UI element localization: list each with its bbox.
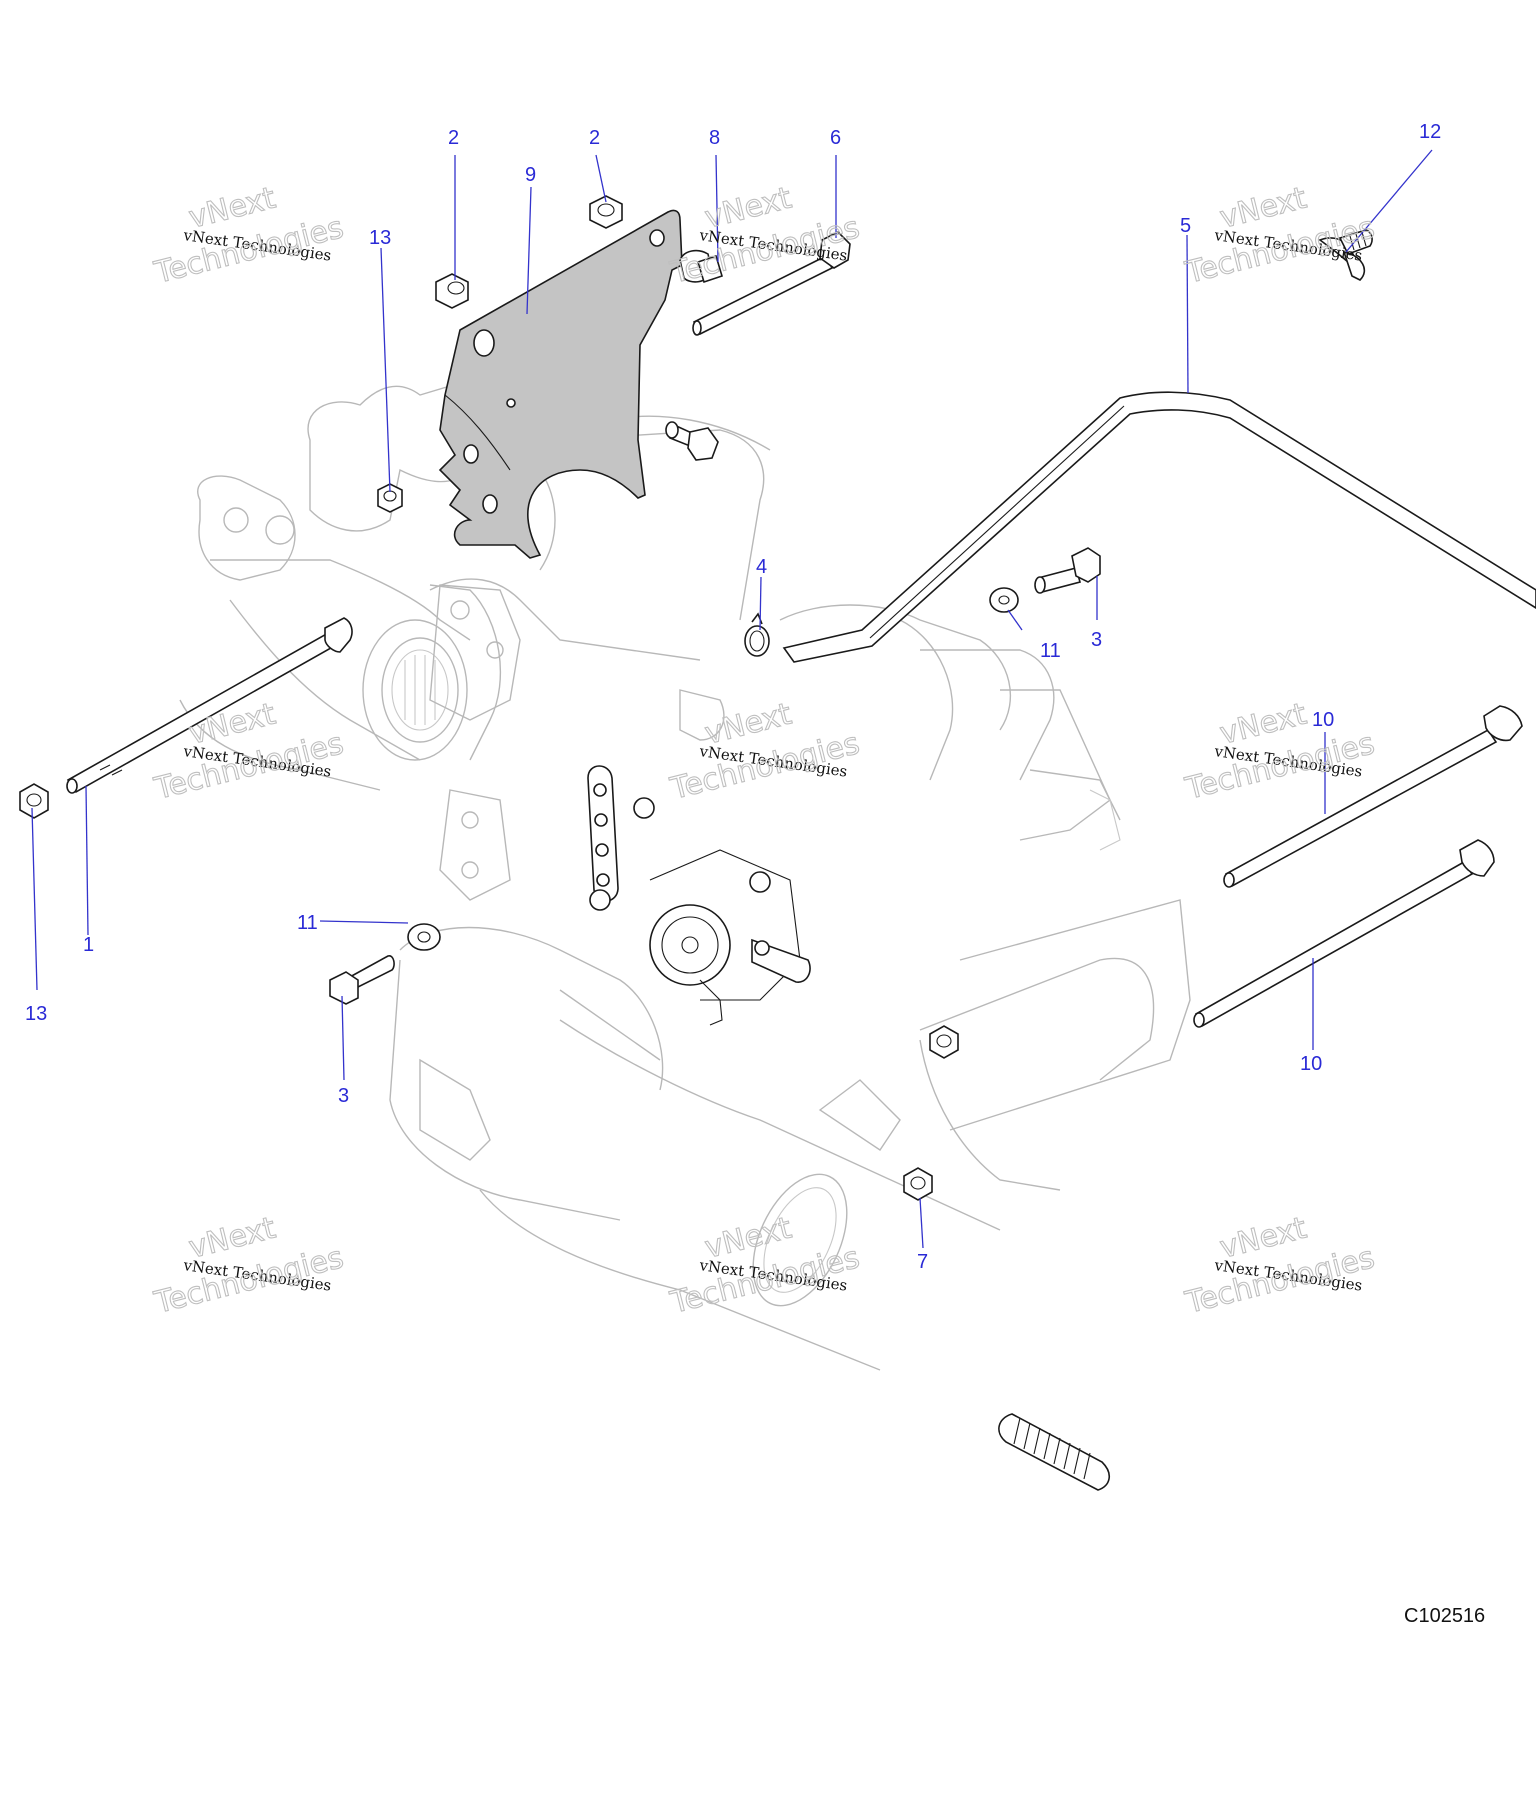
svg-text:Technologies: Technologies	[1181, 1240, 1377, 1321]
watermark-2: vNext vNext Technologies Technologies	[666, 180, 864, 292]
callout-11-upper: 11	[1040, 640, 1061, 662]
bolt-upper-center	[665, 421, 719, 461]
bolt-6	[692, 231, 851, 336]
svg-text:Technologies: Technologies	[150, 1240, 346, 1321]
bolt-3-upper	[1034, 547, 1101, 594]
callout-3-upper: 3	[1091, 629, 1102, 651]
callout-6: 6	[830, 127, 841, 149]
callout-12: 12	[1419, 121, 1441, 143]
watermark-6: vNext vNext Technologies Technologies	[1181, 696, 1379, 808]
callout-11-lower: 11	[297, 912, 318, 934]
callout-3-lower: 3	[338, 1085, 349, 1107]
bolt-10-lower	[1193, 839, 1495, 1028]
callouts: 2 2 9 8 6 12 5 13 4 11 3 10 1 13 11 3 10…	[25, 121, 1441, 1273]
tube-5	[782, 391, 1536, 663]
callout-7: 7	[917, 1251, 928, 1273]
svg-text:Technologies: Technologies	[1181, 210, 1377, 291]
callout-8: 8	[709, 127, 720, 149]
hose-clamp-4	[744, 612, 770, 657]
callout-1: 1	[83, 934, 94, 956]
callout-13-lower: 13	[25, 1003, 47, 1025]
svg-text:Technologies: Technologies	[666, 210, 862, 291]
watermarks: vNext vNext Technologies Technologies vN…	[150, 180, 1379, 1322]
callout-10-upper: 10	[1312, 709, 1334, 731]
bolt-long-1	[66, 617, 353, 794]
bolt-3-lower	[329, 955, 395, 1005]
watermark-1: vNext vNext Technologies Technologies	[150, 180, 348, 292]
nut-2-right	[589, 195, 623, 229]
shift-linkage	[587, 765, 811, 1026]
washer-11-upper	[989, 587, 1019, 613]
washer-11-lower	[407, 923, 441, 951]
fitting-12	[1318, 229, 1373, 281]
nut-7	[903, 1167, 933, 1201]
callout-2-left: 2	[448, 127, 459, 149]
callout-10-lower: 10	[1300, 1053, 1322, 1075]
nut-housing	[929, 1025, 959, 1059]
watermark-9: vNext vNext Technologies Technologies	[1181, 1210, 1379, 1322]
engine-housing-ghost	[179, 379, 1191, 1371]
watermark-3: vNext vNext Technologies Technologies	[1181, 180, 1379, 292]
watermark-5: vNext vNext Technologies Technologies	[666, 696, 864, 808]
nut-2-left	[435, 273, 469, 309]
watermark-4: vNext vNext Technologies Technologies	[150, 696, 348, 808]
callout-4: 4	[756, 556, 767, 578]
bracket-plate-9	[438, 209, 683, 559]
bolt-10-upper	[1223, 705, 1523, 888]
callout-13-upper: 13	[369, 227, 391, 249]
callout-9: 9	[525, 164, 536, 186]
callout-2-right: 2	[589, 127, 600, 149]
output-shaft	[998, 1413, 1110, 1491]
svg-text:Technologies: Technologies	[1181, 726, 1377, 807]
spacer-8	[679, 249, 723, 284]
svg-text:Technologies: Technologies	[150, 726, 346, 807]
svg-text:Technologies: Technologies	[150, 210, 346, 291]
drawing-number: C102516	[1404, 1605, 1486, 1627]
leader-lines	[31, 149, 1433, 1249]
callout-5: 5	[1180, 215, 1191, 237]
watermark-7: vNext vNext Technologies Technologies	[150, 1210, 348, 1322]
watermark-8: vNext vNext Technologies Technologies	[666, 1210, 864, 1322]
nut-13-left	[19, 783, 49, 819]
